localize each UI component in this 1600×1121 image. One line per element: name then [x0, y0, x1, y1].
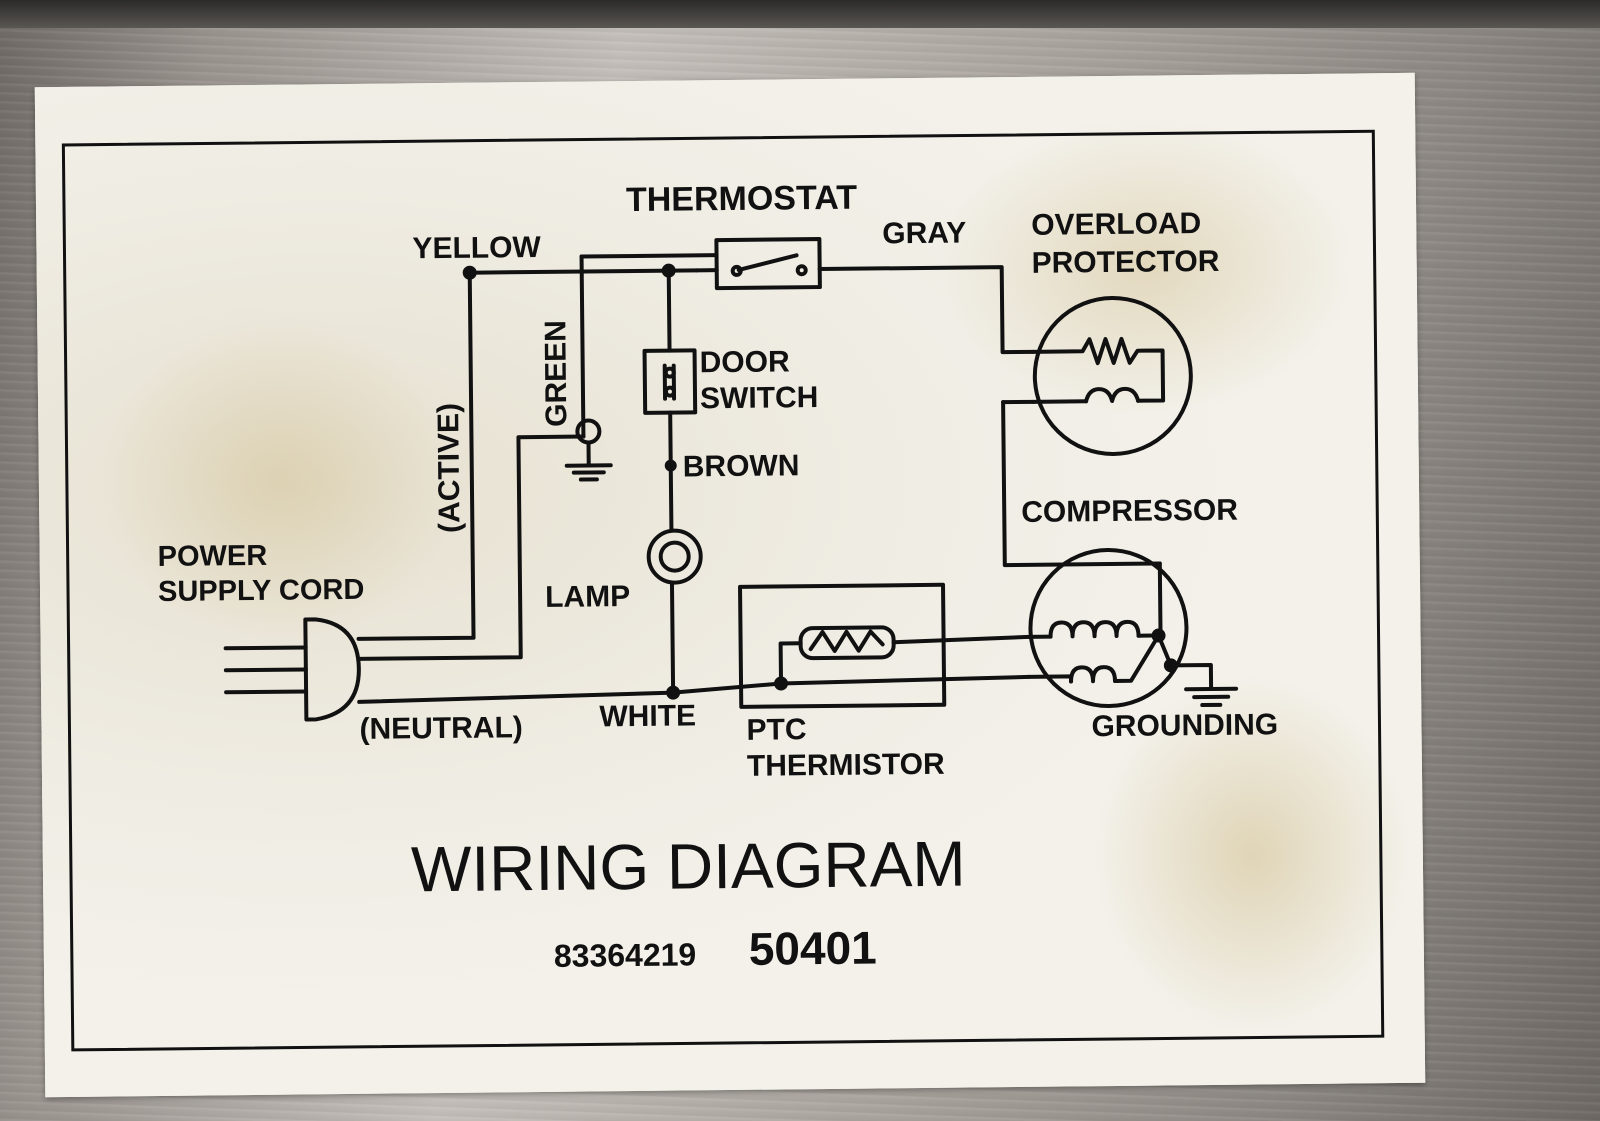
label-door-1: DOOR — [699, 345, 790, 379]
wire-green — [356, 253, 719, 661]
top-edge — [0, 0, 1600, 28]
wire-gray — [817, 265, 1035, 355]
label-lamp: LAMP — [545, 580, 630, 614]
part-number-prefix: 83364219 — [554, 936, 697, 973]
label-power-2: SUPPLY CORD — [158, 574, 365, 608]
diagram-border — [61, 129, 1385, 1052]
overload-protector-icon — [1001, 295, 1193, 456]
diagram-title: WIRING DIAGRAM — [411, 828, 966, 906]
compressor-icon — [1026, 548, 1214, 709]
wire-neutral — [357, 674, 1031, 704]
label-thermostat: THERMOSTAT — [626, 179, 858, 219]
label-compressor: COMPRESSOR — [1021, 494, 1238, 529]
ground-icon — [564, 463, 613, 482]
door-switch-icon — [642, 348, 698, 415]
plug-icon — [223, 617, 361, 722]
thermostat-switch-icon — [694, 237, 822, 291]
wiring-sticker: THERMOSTAT YELLOW GRAY OVERLOAD PROTECTO… — [34, 72, 1426, 1098]
label-ptc-1: PTC — [746, 713, 806, 747]
lamp-icon — [646, 528, 703, 695]
label-power-1: POWER — [158, 540, 268, 573]
wire-brown — [661, 263, 677, 533]
label-grounding: GROUNDING — [1091, 708, 1278, 743]
label-active: (ACTIVE) — [432, 403, 466, 533]
wire-active — [356, 265, 699, 641]
label-white: WHITE — [599, 699, 696, 733]
wiring-diagram: THERMOSTAT YELLOW GRAY OVERLOAD PROTECTO… — [61, 129, 1385, 1052]
label-overload-2: PROTECTOR — [1031, 245, 1219, 280]
label-brown: BROWN — [683, 449, 800, 483]
label-yellow: YELLOW — [412, 231, 541, 265]
label-neutral: (NEUTRAL) — [359, 711, 523, 746]
label-green: GREEN — [539, 320, 573, 427]
label-overload-1: OVERLOAD — [1031, 207, 1201, 242]
label-gray: GRAY — [882, 217, 966, 251]
label-ptc-2: THERMISTOR — [747, 748, 945, 783]
wire-overload-compressor — [1001, 400, 1162, 568]
ptc-thermistor-icon — [738, 582, 1031, 709]
label-door-2: SWITCH — [700, 381, 819, 415]
part-number-suffix: 50401 — [749, 921, 877, 974]
grounding-icon — [1184, 686, 1239, 708]
